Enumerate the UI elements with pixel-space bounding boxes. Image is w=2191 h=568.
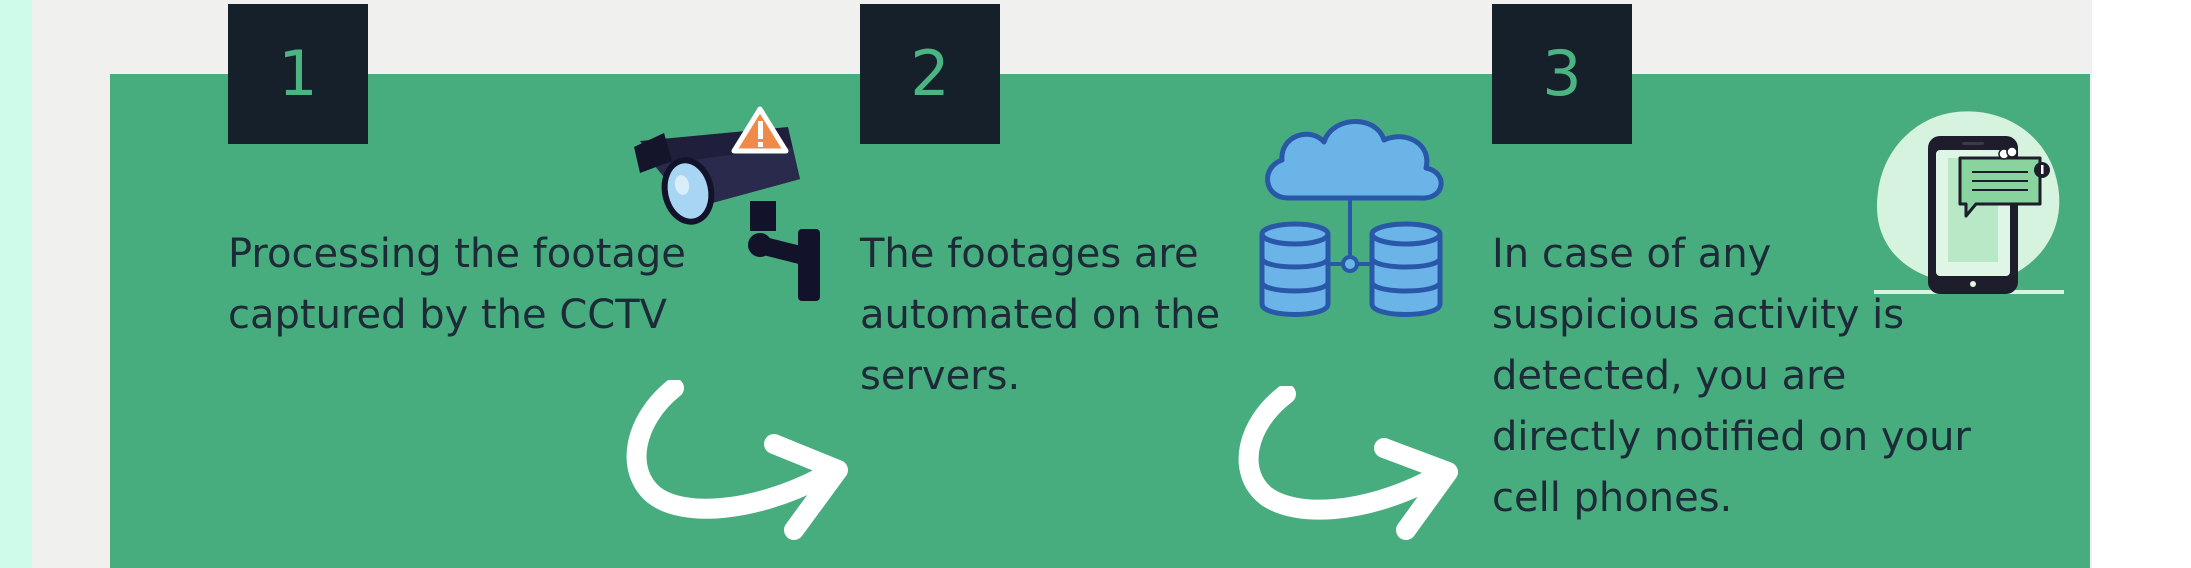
page-edge (2092, 0, 2191, 568)
step-3-text-line: suspicious activity is (1492, 292, 1905, 338)
step-1-number-box: 1 (228, 4, 368, 144)
step-2-number-box: 2 (860, 4, 1000, 144)
step-3-text-line: In case of any (1492, 231, 1772, 277)
green-band (110, 74, 2090, 568)
step-3-number: 3 (1542, 37, 1582, 110)
step-3-number-box: 3 (1492, 4, 1632, 144)
step-2-text: The footages are automated on the server… (860, 224, 1220, 407)
step-1-text-line: Processing the footage (228, 231, 686, 277)
step-2-number: 2 (910, 37, 950, 110)
smartphone-notification-icon (1874, 111, 2064, 294)
step-1-number: 1 (278, 37, 318, 110)
step-1-text-line: captured by the CCTV (228, 292, 668, 338)
step-1-text: Processing the footage captured by the C… (228, 224, 686, 346)
step-3-text-line: directly notified on your (1492, 414, 1971, 460)
step-3-text: In case of any suspicious activity is de… (1492, 224, 1971, 529)
step-2-text-line: The footages are (860, 231, 1199, 277)
step-2-text-line: servers. (860, 353, 1021, 399)
curved-arrow-icon (626, 380, 848, 540)
cloud-database-icon (1259, 119, 1444, 317)
step-3-text-line: cell phones. (1492, 475, 1733, 521)
curved-arrow-icon (1238, 386, 1458, 540)
cctv-camera-warning-icon (634, 106, 820, 301)
step-3-text-line: detected, you are (1492, 353, 1847, 399)
step-2-text-line: automated on the (860, 292, 1221, 338)
